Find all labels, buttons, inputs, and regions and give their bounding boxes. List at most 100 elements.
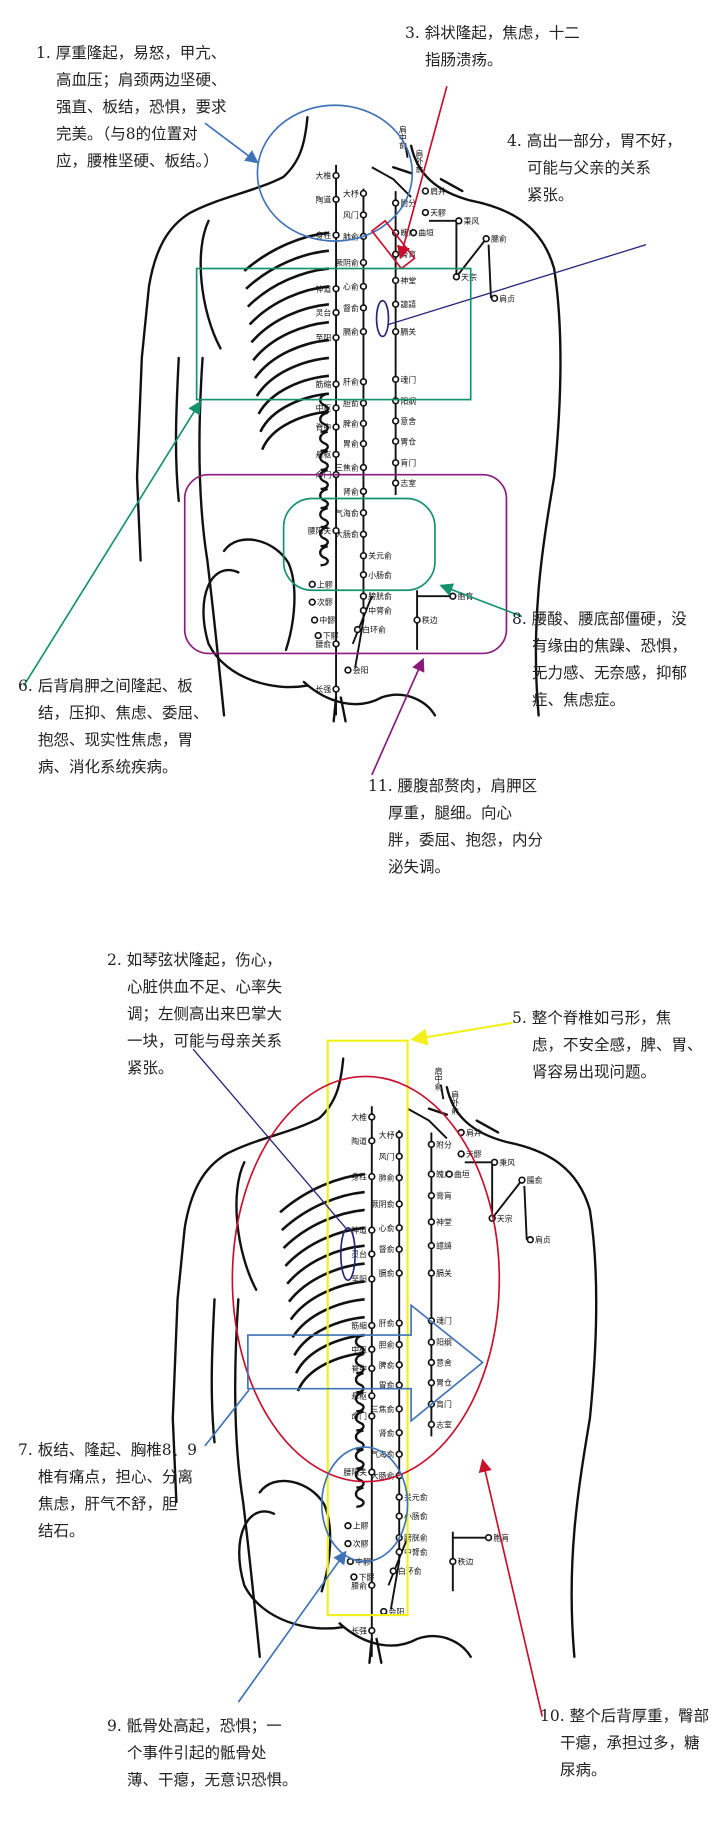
acupoint-label: 臑俞 [527,1175,543,1185]
acupoint: 三焦俞 [335,463,368,473]
acupoint-marker [332,526,340,535]
acupoint: 大肠俞 [335,529,368,539]
acupoint-label: 白环俞 [398,1566,422,1576]
acupoint: 至阳 [351,1275,376,1284]
acupoint-label: 三焦俞 [335,463,359,473]
scapula-line [491,1179,523,1219]
acupoint-label: 胃仓 [400,436,416,446]
note-line: 薄、干瘪，无意识恐惧。 [127,1771,298,1789]
acupoint-label: 膏肓 [436,1191,452,1201]
vertebra [319,430,329,453]
body-contour [338,1622,472,1659]
acupoint: 至阳 [316,334,340,343]
acupoint-marker [359,327,368,336]
sacral-branch-line [351,595,373,645]
acupoint: 阳纲 [391,396,416,406]
acupoint: 灵台 [316,308,340,318]
acupoint: 天髎 [457,1150,482,1159]
acupoint-marker [457,1150,465,1158]
acupoint-marker [359,552,368,560]
acupoint: 气海俞 [371,1449,403,1459]
acupoint-label: 魄户 [400,228,416,238]
note-7: 7. 板结、隆起、胸椎8、9 椎有痛点，担心、分离 焦虑，肝气不舒，胆 结石。 [18,1437,197,1545]
acupoint: 腰阳关 [308,526,340,536]
acupoint-marker [391,199,400,207]
acupoint-label: 天宗 [497,1213,513,1223]
acupoint-label: 次髎 [353,1539,369,1549]
arrow-note-7 [204,1389,250,1447]
vertebra [319,392,329,414]
acupoint-label: 天髎 [466,1150,482,1159]
acupoint: 胆俞 [379,1340,403,1350]
note-line: 5. 整个脊椎如弓形，焦 [512,1009,672,1027]
acupoint: 身柱 [316,230,340,240]
acupoint-label: 秉风 [464,216,480,226]
acupoint-marker [359,530,368,538]
acupoint: 譩譆 [391,299,416,309]
acupoint: 肩贞 [490,293,515,303]
acupoint-label: 上髎 [353,1522,369,1531]
acupoint-marker [427,1241,436,1250]
note-line: 紧张。 [127,1059,174,1077]
acupoint-label: 身柱 [351,1172,367,1182]
note-line: 病、消化系统疾病。 [38,758,178,776]
acupoint-label: 大椎 [316,171,332,181]
acupoint-label: 神道 [316,284,332,294]
note-line: 肾容易出现问题。 [532,1063,657,1081]
acupoint: 神堂 [427,1217,452,1227]
acupoint: 灵台 [351,1249,376,1259]
rib [257,374,330,415]
acupoint-marker [332,404,340,412]
acupoint-label: 大肠俞 [335,529,359,539]
acupoint: 秉风 [455,216,480,226]
acupoint: 长强 [316,684,340,694]
acupoint: 膏肓 [427,1191,452,1201]
acupoint-label: 脊中 [351,1363,367,1373]
rib [294,1333,365,1374]
acupoint-marker [490,1158,499,1166]
scapula-box-6 [195,267,472,401]
acupoint-label: 关元俞 [368,551,392,561]
rib [282,1208,365,1249]
vertebra [319,468,329,491]
body-contour [445,1086,598,1659]
top-annotations [23,85,647,776]
acupoint: 肩井 [457,1127,482,1137]
acupoint-label: 长强 [316,684,332,694]
acupoint: 肩贞 [526,1235,551,1245]
acupoint-marker [409,229,418,237]
note-9: 9. 骶骨处高起，恐惧；一 个事件引起的骶骨处 薄、干瘪，无意识恐惧。 [107,1713,298,1794]
acupoint-marker [445,1170,453,1178]
acupoint: 心俞 [379,1223,403,1233]
acupoint: 风门 [343,210,368,220]
acupoint-marker [359,463,368,472]
acupoint-label: 肺俞 [379,1173,395,1183]
acupoint-label: 肝俞 [379,1318,395,1328]
arrow-note-5 [410,1021,513,1046]
acupoint-marker [368,1172,376,1181]
acupoint-label: 秩边 [422,615,438,625]
thoracic-arrow-box-7 [247,1303,484,1423]
note-line: 结，压抑、焦虑、委屈、 [38,704,209,722]
acupoint: 膏肓 [391,249,416,259]
acupoint-marker [308,598,316,606]
acupoint: 中髎 [310,615,335,625]
acupoint-marker [395,1405,403,1413]
acupoint: 肾俞 [343,486,368,496]
acupoint-marker [395,1131,403,1139]
acupoint: 魂门 [391,374,416,384]
rib [246,267,330,308]
acupoint: 秉风 [490,1157,515,1167]
acupoint-label: 天宗 [461,272,477,282]
body-contour [135,115,309,562]
note-line: 焦虑，肝气不舒，胆 [38,1495,178,1513]
acupoint: 上髎 [344,1522,369,1531]
acupoint-label: 附分 [400,198,416,208]
acupoint-label: 督俞 [379,1244,395,1254]
acupoint-label: 悬枢 [316,449,332,459]
acupoint-label: 秉风 [499,1157,515,1167]
acupoint: 胞肓 [484,1533,509,1543]
acupoint-marker [389,1567,397,1575]
acupoint: 志室 [391,478,416,488]
